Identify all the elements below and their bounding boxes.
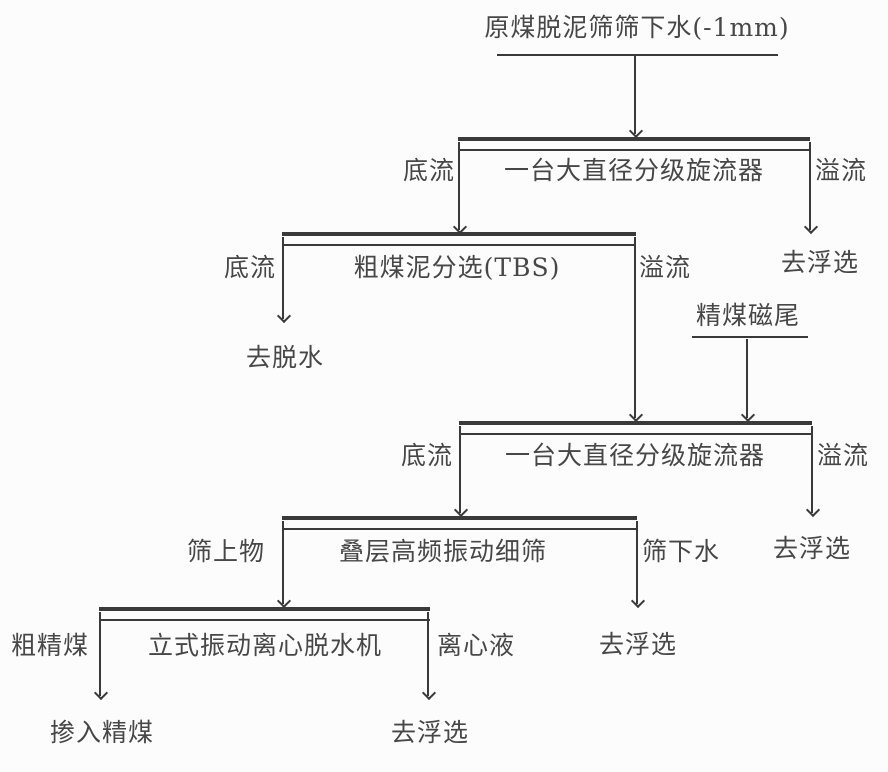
output-centrifuge-clean-coal: 掺入精煤 [49,718,155,747]
unit-bar-cyclone2 [459,421,812,435]
arrow-centrifuge-cake [99,612,101,696]
source-underline [497,54,778,56]
unit-bar-sieve [282,516,637,530]
sieve-label: 叠层高频振动细筛 [338,537,548,566]
sieve-underwater-label: 筛下水 [641,537,721,566]
arrow-cyclone2-overflow [811,426,813,513]
sieve-oversize-label: 筛上物 [186,537,266,566]
output-cyclone2-flotation: 去浮选 [772,534,852,563]
arrow-sieve-underwater [636,521,638,604]
arrow-source-to-cyclone1 [634,56,636,134]
arrow-cyclone1-underflow [458,142,460,230]
centrifuge-cake-label: 粗精煤 [10,631,90,660]
unit-bar-cyclone1 [458,137,810,151]
arrow-magnetic-tailings-to-cyclone2 [746,339,748,418]
arrow-centrifuge-liquid [427,612,429,696]
unit-bar-centrifuge [99,607,430,621]
cyclone1-overflow-label: 溢流 [814,156,868,185]
cyclone2-underflow-label: 底流 [400,441,454,470]
arrow-sieve-oversize [282,521,284,604]
centrifuge-label: 立式振动离心脱水机 [147,631,383,660]
magnetic-tailings-label: 精煤磁尾 [695,301,801,330]
cyclone1-underflow-label: 底流 [402,156,456,185]
output-cyclone1-flotation: 去浮选 [780,248,860,277]
tbs-overflow-label: 溢流 [638,253,692,282]
cyclone2-label: 一台大直径分级旋流器 [504,441,766,470]
output-tbs-dewater: 去脱水 [245,343,325,372]
cyclone1-label: 一台大直径分级旋流器 [503,156,765,185]
arrow-cyclone1-overflow [809,142,811,230]
cyclone2-overflow-label: 溢流 [816,441,870,470]
output-centrifuge-flotation: 去浮选 [390,718,470,747]
unit-bar-tbs [282,232,636,246]
arrow-cyclone2-underflow [459,426,461,513]
centrifuge-liquid-label: 离心液 [436,631,516,660]
tbs-label: 粗煤泥分选(TBS) [353,253,561,282]
arrow-tbs-overflow-to-cyclone2 [634,237,636,418]
output-sieve-flotation: 去浮选 [598,630,678,659]
source-label: 原煤脱泥筛筛下水(-1mm) [484,13,790,42]
arrow-tbs-underflow [282,237,284,319]
tbs-underflow-label: 底流 [223,253,277,282]
magnetic-tailings-underline [692,336,808,338]
